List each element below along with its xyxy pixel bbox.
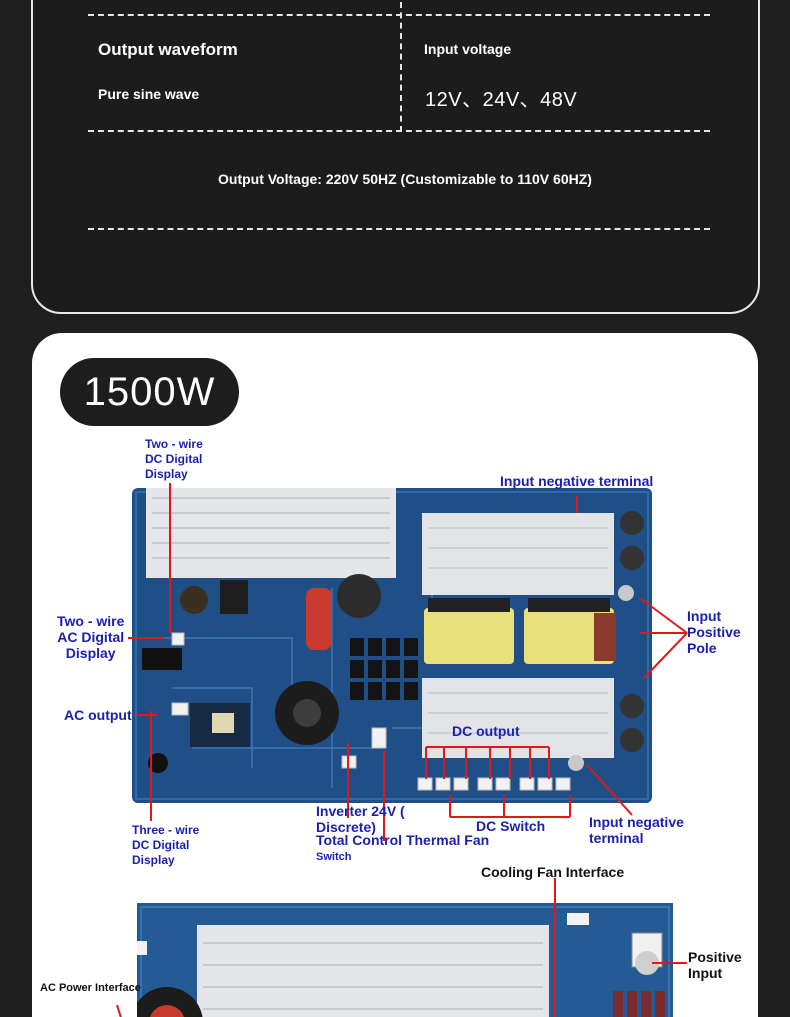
output-voltage-spec: Output Voltage: 220V 50HZ (Customizable … — [218, 171, 592, 187]
label-two-wire-ac-display: Two - wire AC Digital Display — [57, 613, 125, 661]
label-input-positive-pole: Input Positive Pole — [687, 608, 741, 656]
label-ac-power-interface: AC Power Interface — [40, 982, 141, 994]
output-waveform-value: Pure sine wave — [98, 86, 200, 102]
label-positive-input: Positive Input — [688, 949, 742, 981]
input-voltage-title: Input voltage — [424, 41, 512, 57]
label-two-wire-dc-display: Two - wire DC Digital Display — [145, 437, 203, 481]
output-waveform-title: Output waveform — [98, 40, 238, 59]
input-voltage-value: 12V、24V、48V — [425, 89, 578, 111]
label-cooling-fan-interface: Cooling Fan Interface — [481, 864, 625, 880]
inverter-board-image — [132, 488, 652, 803]
label-dc-output: DC output — [452, 723, 520, 739]
divider-middle — [88, 130, 710, 132]
power-badge: 1500W — [60, 358, 239, 426]
label-three-wire-dc-display: Three - wire DC Digital Display — [132, 823, 200, 867]
label-input-negative-terminal-bottom: Input negative terminal — [589, 814, 684, 846]
label-switch: Switch — [316, 851, 352, 863]
inverter-board-image-2 — [137, 903, 677, 1017]
label-ac-output: AC output — [64, 707, 132, 723]
divider-vertical — [400, 2, 402, 132]
divider-top — [88, 14, 710, 16]
spec-card: Output waveform Pure sine wave Input vol… — [31, 0, 760, 314]
label-total-control-thermal-fan: Total Control Thermal Fan — [316, 832, 490, 848]
label-dc-switch: DC Switch — [476, 818, 546, 834]
label-inverter-24v: Inverter 24V ( Discrete) — [316, 803, 405, 835]
label-input-negative-terminal-top: Input negative terminal — [500, 473, 654, 489]
product-card: 1500W — [32, 333, 758, 1017]
divider-bottom — [88, 228, 710, 230]
